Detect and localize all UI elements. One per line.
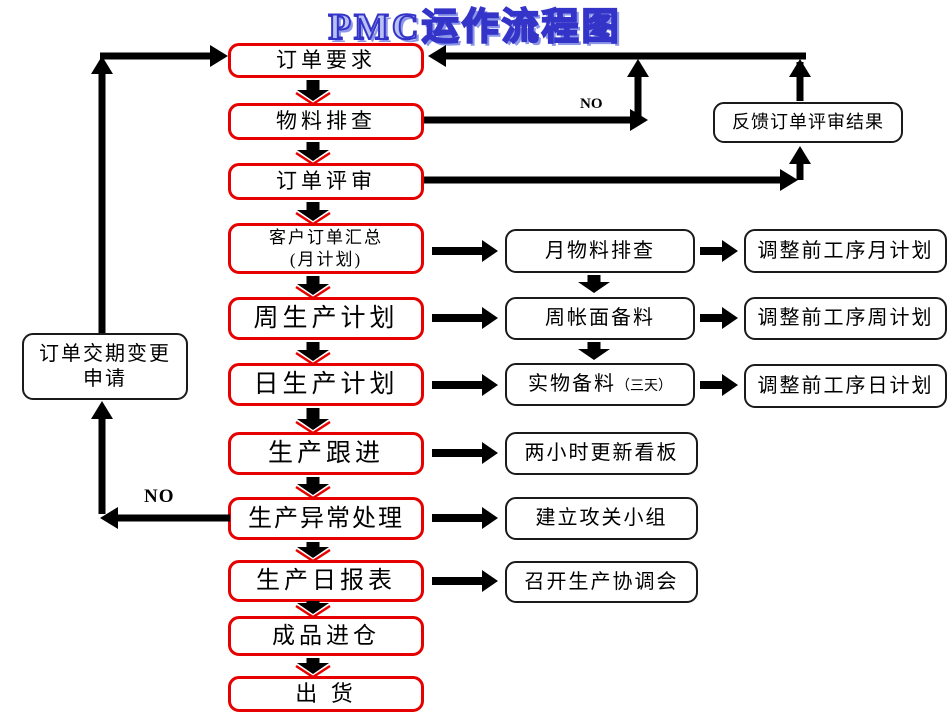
right-arrow (432, 240, 498, 262)
box-label-line2: 申请 (83, 367, 127, 390)
flow-box-material-check: 物料排查 (228, 103, 424, 140)
down-arrow (297, 601, 329, 614)
flow-box-production-daily-report: 生产日报表 (228, 560, 424, 602)
arrowhead-right (780, 169, 798, 191)
box-label: 月物料排查 (545, 239, 655, 262)
arrowhead-up (789, 59, 811, 77)
down-arrow (297, 202, 329, 221)
flow-box-label: 客户订单汇总 (269, 228, 383, 248)
flow-box-label: 出 货 (295, 681, 357, 707)
adjust-prior-process-monthly-plan-box: 调整前工序月计划 (744, 229, 947, 273)
arrowhead-up (627, 59, 649, 77)
box-label-line1: 订单交期变更 (39, 342, 171, 365)
flow-box-weekly-production-plan: 周生产计划 (228, 297, 424, 340)
box-label: 两小时更新看板 (524, 442, 679, 464)
flow-box-label: 订单评审 (276, 169, 376, 194)
flow-box-production-follow-up: 生产跟进 (228, 432, 424, 475)
down-arrow (578, 275, 610, 293)
flow-box-label: 生产日报表 (256, 568, 396, 594)
flow-box-daily-production-plan: 日生产计划 (228, 363, 424, 406)
adjust-prior-process-weekly-plan-box: 调整前工序周计划 (744, 297, 947, 340)
right-arrow (700, 307, 738, 329)
feedback-order-review-result-box: 反馈订单评审结果 (713, 102, 903, 143)
page-title: PMC运作流程图 (327, 6, 622, 49)
physical-material-prep-box: 实物备料 （三天） (505, 363, 695, 406)
down-arrow (297, 408, 329, 430)
tackle-team-box: 建立攻关小组 (505, 497, 698, 540)
right-arrow (432, 307, 498, 329)
flow-box-order-requirements: 订单要求 (228, 43, 424, 78)
box-label: 召开生产协调会 (524, 570, 679, 593)
flow-box-production-exception-handling: 生产异常处理 (228, 497, 424, 540)
box-label: 调整前工序日计划 (757, 374, 934, 397)
arrowhead-up (789, 146, 811, 164)
box-label: 反馈订单评审结果 (732, 112, 884, 133)
delivery-change-request-box: 订单交期变更 申请 (22, 333, 188, 400)
arrowhead-right (630, 109, 648, 131)
right-arrow (700, 240, 738, 262)
flow-box-finished-goods-warehousing: 成品进仓 (228, 616, 424, 656)
down-arrow (297, 80, 329, 101)
arrowhead-up (91, 56, 113, 74)
flow-box-sublabel: (月计划) (289, 249, 363, 269)
down-arrow (297, 342, 329, 361)
right-arrow (432, 442, 498, 464)
box-label: 调整前工序周计划 (757, 307, 934, 329)
flow-box-label: 生产跟进 (267, 439, 384, 467)
no-label-top: NO (580, 96, 603, 112)
down-arrow (297, 477, 329, 495)
down-arrow (297, 142, 329, 161)
two-hour-kanban-update-box: 两小时更新看板 (505, 432, 698, 475)
right-arrow (432, 507, 498, 529)
right-arrow (700, 374, 738, 396)
flow-box-label: 物料排查 (276, 109, 376, 134)
arrowhead-left (100, 507, 118, 529)
arrowhead-up (91, 401, 113, 419)
box-label: 建立攻关小组 (535, 507, 668, 529)
right-arrow (432, 374, 498, 396)
adjust-prior-process-daily-plan-box: 调整前工序日计划 (744, 364, 947, 408)
flow-box-label: 日生产计划 (253, 370, 399, 398)
right-arrow (432, 570, 498, 592)
flow-box-order-review: 订单评审 (228, 163, 424, 200)
down-arrow (297, 542, 329, 558)
down-arrow (297, 276, 329, 295)
flow-box-label: 生产异常处理 (248, 505, 404, 532)
weekly-book-material-prep-box: 周帐面备料 (505, 297, 695, 340)
box-label: 调整前工序月计划 (757, 239, 934, 262)
box-label-row: 实物备料 （三天） (528, 372, 672, 397)
box-label: 实物备料 (528, 373, 616, 395)
flow-box-customer-order-summary: 客户订单汇总 (月计划) (228, 223, 424, 274)
box-label: 周帐面备料 (545, 307, 655, 329)
flow-box-label: 成品进仓 (272, 622, 380, 648)
monthly-material-check-box: 月物料排查 (505, 229, 695, 273)
down-arrow (578, 342, 610, 360)
flow-box-label: 订单要求 (276, 48, 376, 73)
box-label-suffix: （三天） (616, 379, 672, 394)
flow-box-shipment: 出 货 (228, 676, 424, 712)
flow-box-label: 周生产计划 (253, 304, 399, 332)
down-arrow (297, 658, 329, 674)
production-coordination-meeting-box: 召开生产协调会 (505, 561, 698, 603)
no-label-left: NO (144, 486, 175, 507)
